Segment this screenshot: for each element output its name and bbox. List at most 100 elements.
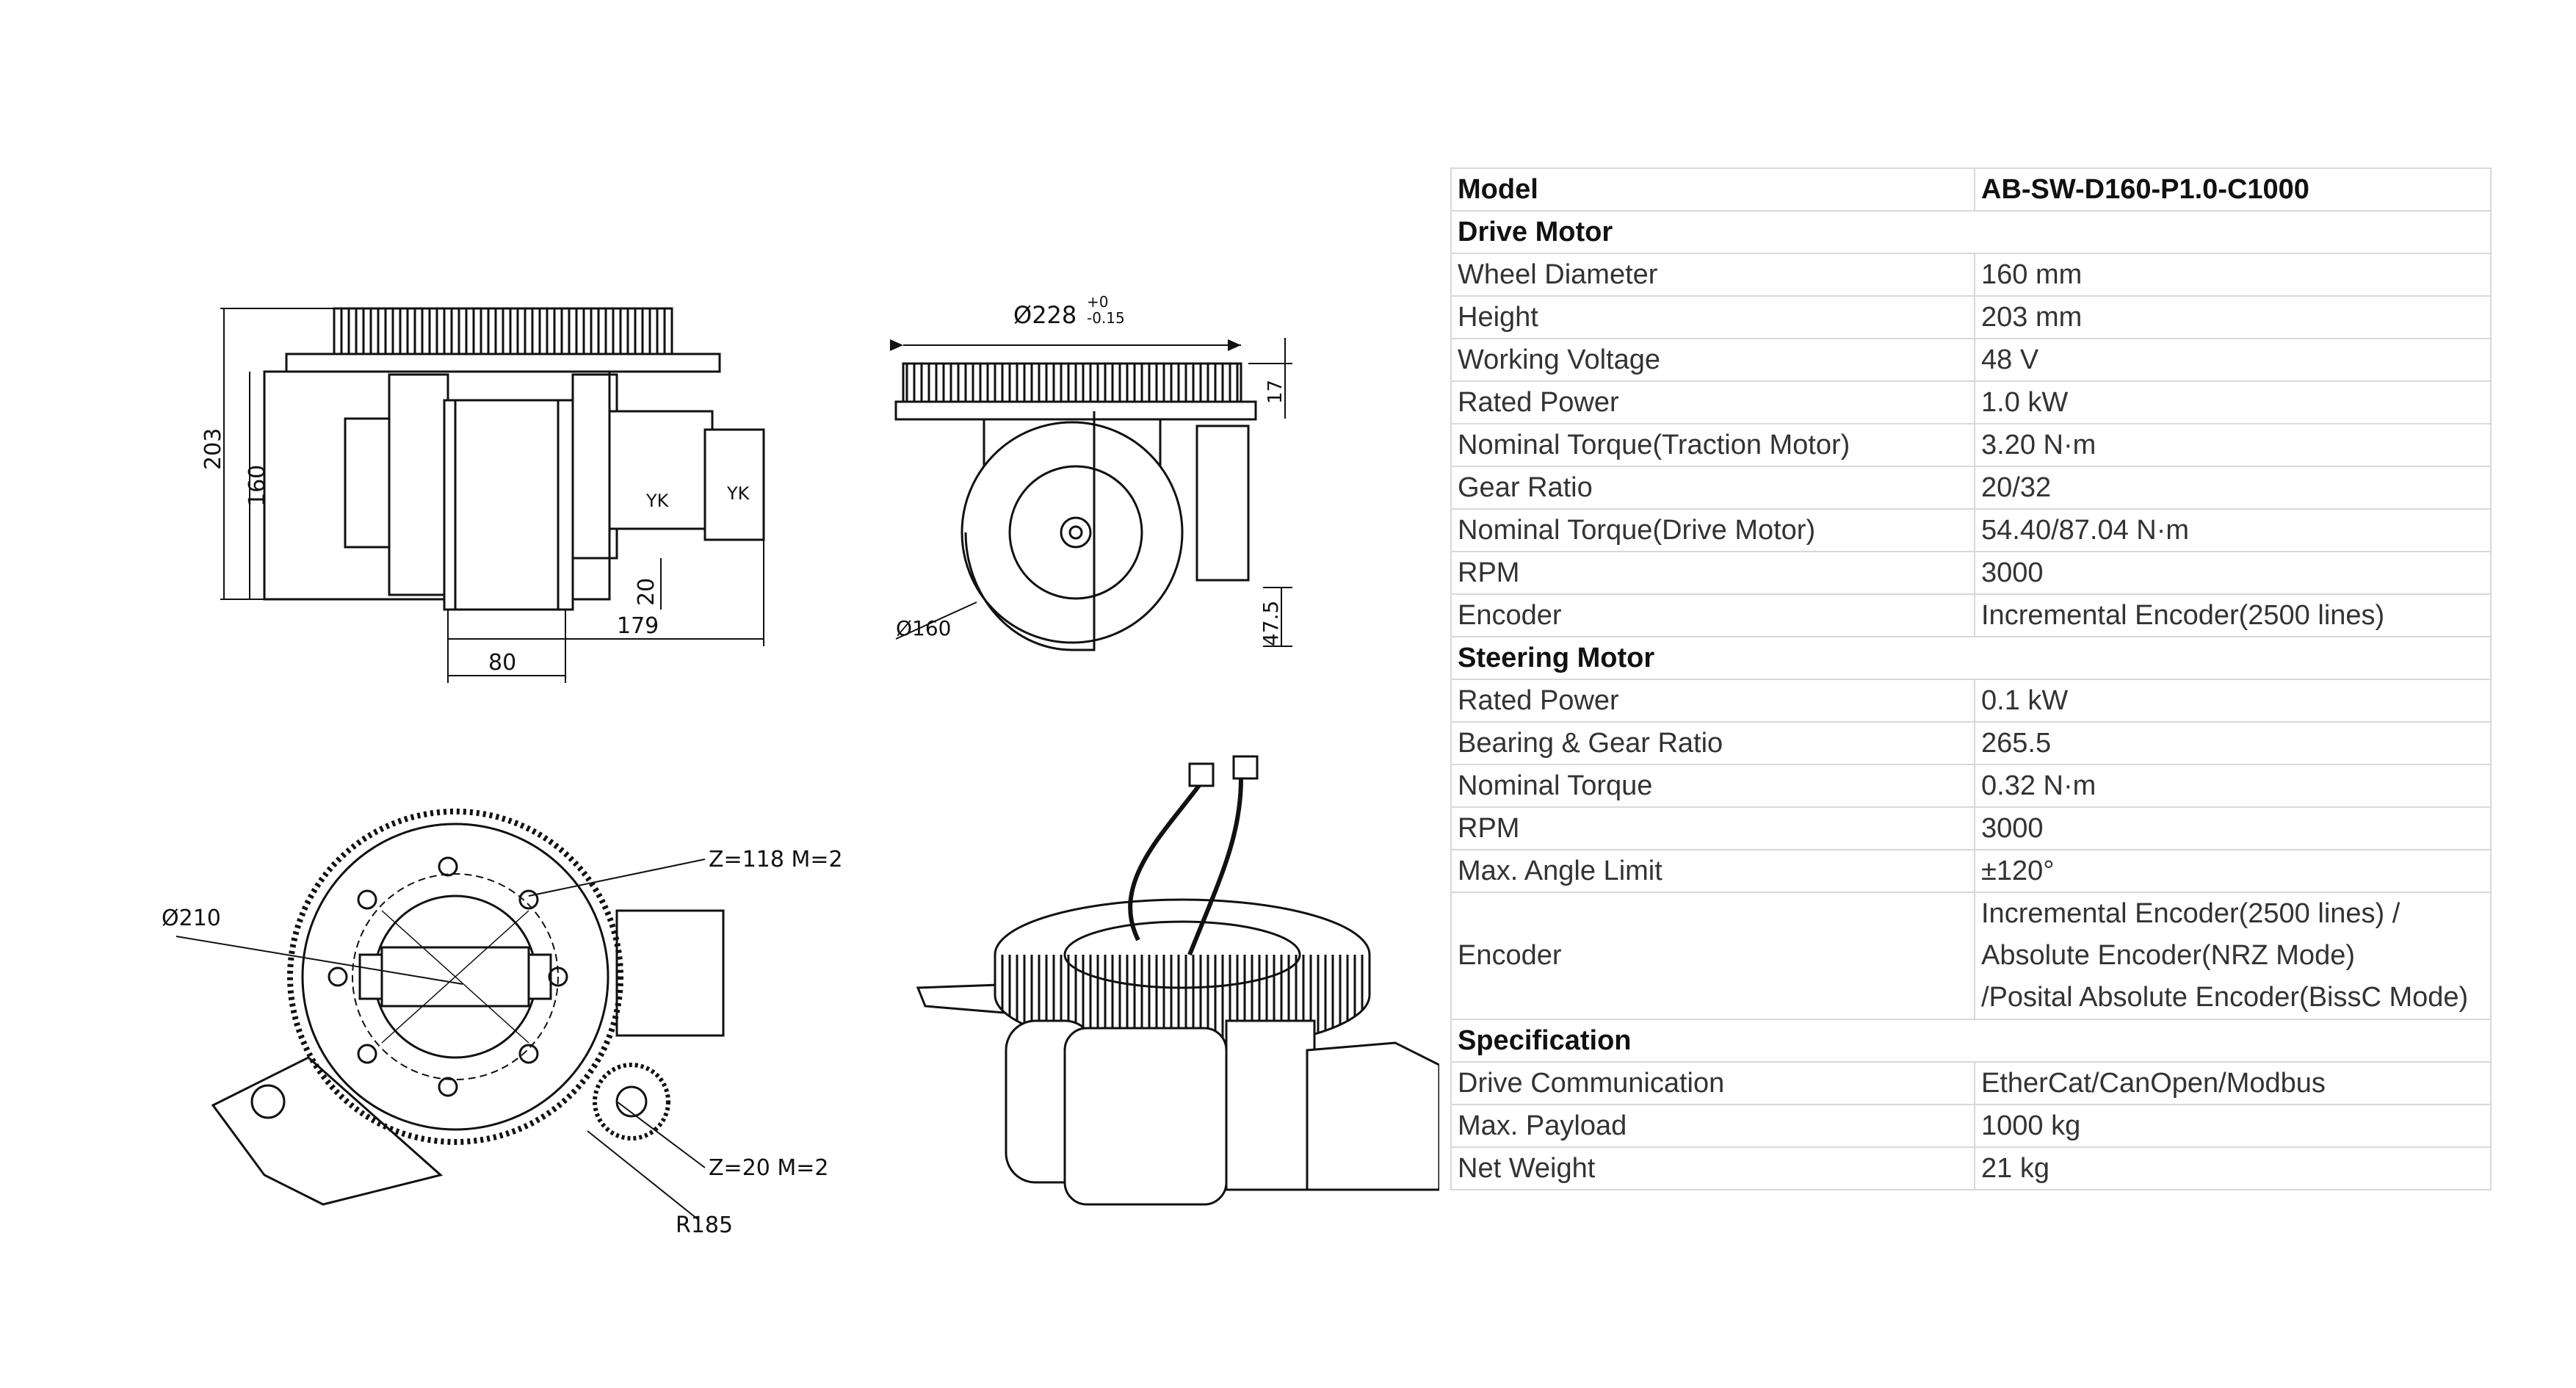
- model-value: AB-SW-D160-P1.0-C1000: [1974, 167, 2492, 212]
- spec-value-line: 0.1 kW: [1981, 685, 2069, 716]
- section-title: Specification: [1450, 1019, 2492, 1063]
- spec-value: 3000: [1974, 806, 2492, 850]
- spec-value-line: /Posital Absolute Encoder(BissC Mode): [1981, 982, 2469, 1013]
- spec-label: Working Voltage: [1450, 338, 1975, 382]
- spec-value: 48 V: [1974, 338, 2492, 382]
- spec-value: 0.32 N·m: [1974, 764, 2492, 808]
- front-dim-tol-plus: +0: [1087, 293, 1108, 311]
- table-row: Max. Angle Limit±120°: [1450, 849, 2492, 893]
- spec-value: 3000: [1974, 551, 2492, 595]
- spec-label: Rated Power: [1450, 679, 1975, 723]
- spec-label: Nominal Torque(Traction Motor): [1450, 423, 1975, 467]
- spec-value: 203 mm: [1974, 295, 2492, 339]
- section-title: Steering Motor: [1450, 636, 2492, 680]
- spec-value-line: 0.32 N·m: [1981, 770, 2096, 801]
- side-label-b: YK: [726, 483, 750, 504]
- spec-label: Rated Power: [1450, 380, 1975, 424]
- spec-value-line: 265.5: [1981, 728, 2052, 759]
- spec-value: 3.20 N·m: [1974, 423, 2492, 467]
- spec-value-line: 1000 kg: [1981, 1110, 2081, 1141]
- front-dim-axle: 47.5: [1259, 601, 1283, 646]
- spec-value-line: 54.40/87.04 N·m: [1981, 515, 2190, 546]
- spec-value-line: 3.20 N·m: [1981, 430, 2096, 460]
- spec-label: RPM: [1450, 806, 1975, 850]
- top-gear-small: Z=20 M=2: [709, 1155, 829, 1181]
- side-label-a: YK: [645, 491, 670, 511]
- table-row: Nominal Torque(Drive Motor)54.40/87.04 N…: [1450, 508, 2492, 552]
- spec-value: 1000 kg: [1974, 1104, 2492, 1148]
- top-view-drawing: [176, 809, 725, 1220]
- spec-value: ±120°: [1974, 849, 2492, 893]
- spec-value-line: 20/32: [1981, 472, 2052, 503]
- spec-label: Max. Payload: [1450, 1104, 1975, 1148]
- top-dim-diameter: Ø210: [162, 906, 221, 931]
- spec-value: 0.1 kW: [1974, 679, 2492, 723]
- section-header-row: Steering Motor: [1450, 636, 2492, 680]
- spec-value: 20/32: [1974, 466, 2492, 510]
- front-dim-small: 17: [1265, 380, 1287, 404]
- spec-label: Net Weight: [1450, 1146, 1975, 1190]
- spec-value-line: Absolute Encoder(NRZ Mode): [1981, 940, 2355, 971]
- spec-value-line: EtherCat/CanOpen/Modbus: [1981, 1068, 2326, 1099]
- spec-value-line: 48 V: [1981, 344, 2039, 375]
- spec-value-line: Incremental Encoder(2500 lines): [1981, 600, 2385, 631]
- top-dim-radius: R185: [676, 1212, 733, 1238]
- model-label: Model: [1450, 167, 1975, 212]
- spec-label: Nominal Torque(Drive Motor): [1450, 508, 1975, 552]
- spec-value-line: Incremental Encoder(2500 lines) /: [1981, 898, 2400, 929]
- front-view-drawing: [890, 338, 1292, 651]
- spec-value-line: 21 kg: [1981, 1153, 2049, 1184]
- spec-value: EtherCat/CanOpen/Modbus: [1974, 1061, 2492, 1105]
- spec-value-line: 3000: [1981, 557, 2044, 588]
- side-dim-height-total: 203: [200, 428, 226, 470]
- front-dim-wheel: Ø160: [896, 616, 951, 640]
- spec-value: Incremental Encoder(2500 lines): [1974, 593, 2492, 637]
- table-row: Nominal Torque(Traction Motor)3.20 N·m: [1450, 423, 2492, 467]
- table-header-row: Model AB-SW-D160-P1.0-C1000: [1450, 167, 2492, 212]
- spec-label: RPM: [1450, 551, 1975, 595]
- spec-value-line: 3000: [1981, 813, 2044, 844]
- isometric-view-drawing: [916, 755, 1439, 1206]
- side-dim-height-wheel: 160: [245, 465, 270, 507]
- spec-value: 21 kg: [1974, 1146, 2492, 1190]
- spec-label: Height: [1450, 295, 1975, 339]
- side-dim-offset: 20: [634, 578, 659, 606]
- spec-label: Wheel Diameter: [1450, 253, 1975, 297]
- spec-label: Gear Ratio: [1450, 466, 1975, 510]
- spec-value-line: 1.0 kW: [1981, 387, 2069, 418]
- spec-value: 54.40/87.04 N·m: [1974, 508, 2492, 552]
- side-view-drawing: [220, 307, 765, 683]
- spec-value-line: 160 mm: [1981, 259, 2083, 290]
- spec-label: Encoder: [1450, 892, 1975, 1020]
- front-dim-tol-minus: -0.15: [1087, 309, 1125, 327]
- section-header-row: Specification: [1450, 1019, 2492, 1063]
- spec-value: 160 mm: [1974, 253, 2492, 297]
- spec-value: Incremental Encoder(2500 lines) / Absolut…: [1974, 892, 2492, 1020]
- side-dim-width: 80: [488, 650, 516, 676]
- technical-drawings: 203 160 20 179 80 YK YK Ø228 +0 -0.15 17…: [162, 293, 1439, 1238]
- spec-label: Encoder: [1450, 593, 1975, 637]
- spec-label: Nominal Torque: [1450, 764, 1975, 808]
- spec-label: Bearing & Gear Ratio: [1450, 721, 1975, 765]
- side-dim-length: 179: [617, 613, 659, 639]
- section-title: Drive Motor: [1450, 210, 2492, 254]
- spec-value: 265.5: [1974, 721, 2492, 765]
- spec-value: 1.0 kW: [1974, 380, 2492, 424]
- spec-label: Drive Communication: [1450, 1061, 1975, 1105]
